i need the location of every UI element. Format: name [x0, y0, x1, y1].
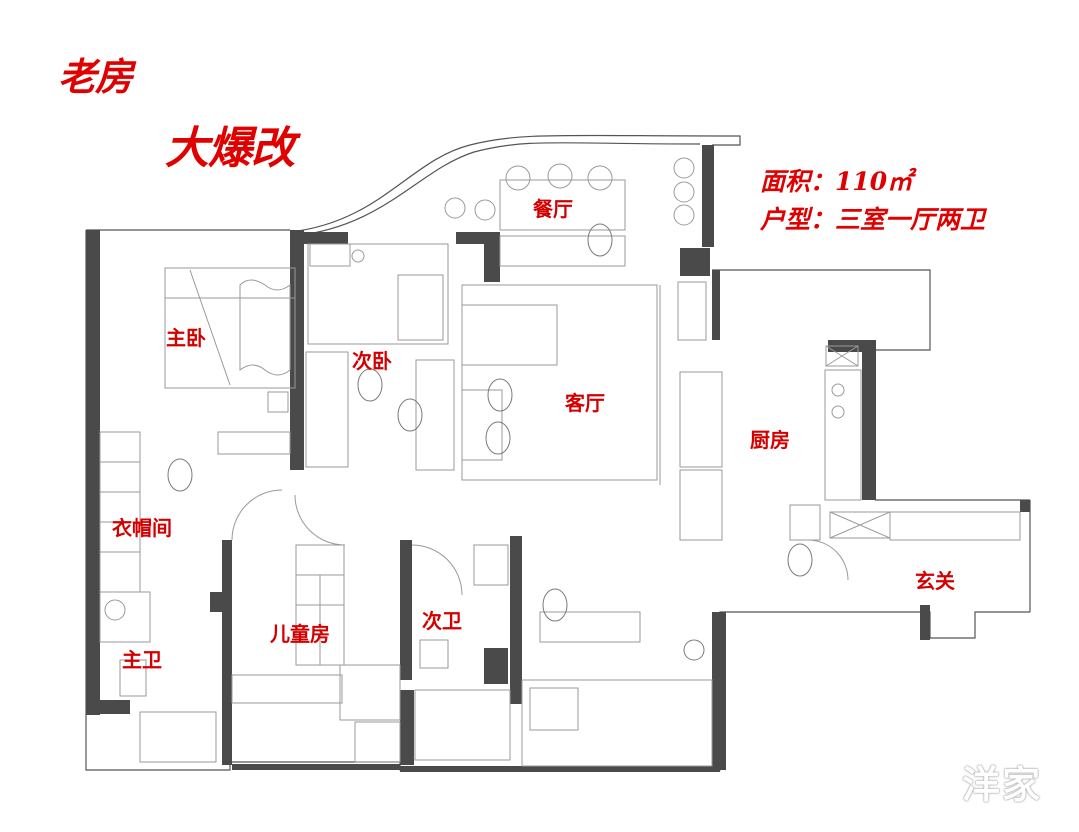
layout-info: 户型：三室一厅两卫 — [760, 205, 986, 234]
room-label-living: 客厅 — [565, 391, 605, 415]
interior-lines — [99, 157, 1021, 767]
watermark: 洋家 — [962, 763, 1043, 807]
title-line-2: 大爆改 — [165, 123, 295, 174]
room-label-second-bath: 次卫 — [422, 609, 462, 633]
people — [167, 223, 813, 661]
area-info: 面积：110㎡ — [760, 167, 913, 196]
room-label-dining: 餐厅 — [533, 197, 573, 221]
room-label-master-bedroom: 主卧 — [166, 326, 206, 350]
room-label-second-bedroom: 次卧 — [352, 349, 392, 373]
title-line-1: 老房 — [58, 54, 133, 99]
room-label-cloakroom: 衣帽间 — [112, 516, 172, 540]
room-label-kitchen: 厨房 — [750, 428, 790, 452]
walls — [86, 145, 1030, 772]
room-label-master-bath: 主卫 — [122, 648, 162, 672]
room-label-kids-room: 儿童房 — [270, 622, 330, 646]
room-label-entrance: 玄关 — [915, 569, 955, 593]
